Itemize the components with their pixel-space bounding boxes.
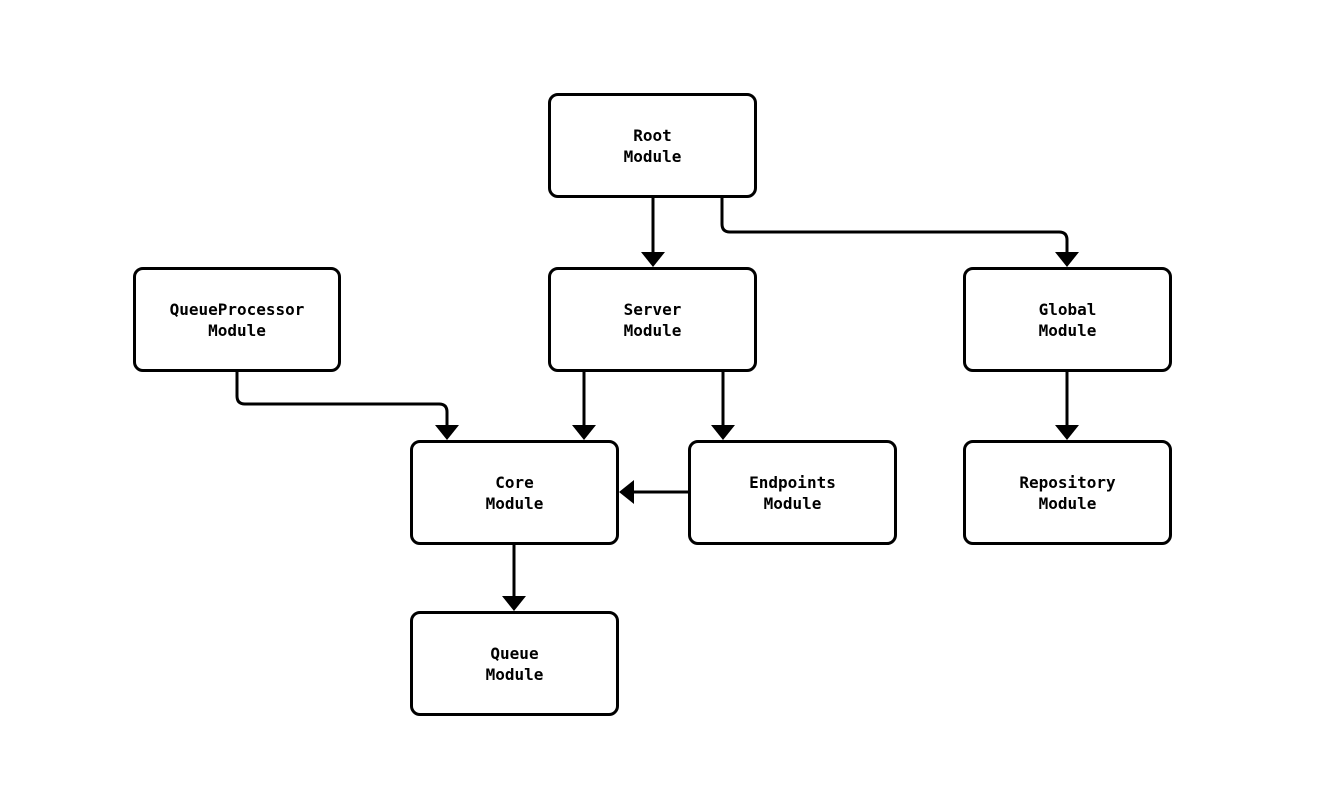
- node-server-module: Server Module: [548, 267, 757, 372]
- node-root-module-label-line1: Root: [633, 125, 672, 145]
- arrowhead-core-to-queue: [502, 596, 526, 611]
- node-queueprocessor-module-label-line1: QueueProcessor: [169, 299, 305, 319]
- node-queueprocessor-module-label-line2: Module: [208, 320, 266, 340]
- edge-root-to-server: [641, 198, 665, 267]
- edge-queueprocessor-to-core: [235, 372, 459, 440]
- arrowhead-root-to-server: [641, 252, 665, 267]
- edge-core-to-queue: [502, 545, 526, 611]
- arrowhead-queueprocessor-to-core: [435, 425, 459, 440]
- node-server-module-label-line1: Server: [623, 299, 682, 319]
- node-queue-module-label-line2: Module: [485, 664, 544, 684]
- arrowhead-server-to-endpoints: [711, 425, 735, 440]
- node-repository-module-label-line2: Module: [1038, 493, 1097, 513]
- edge-server-to-endpoints: [711, 372, 735, 440]
- edge-root-to-global: [720, 198, 1079, 267]
- node-queue-module: Queue Module: [410, 611, 619, 716]
- node-server-module-label-line2: Module: [623, 320, 682, 340]
- arrowhead-root-to-global: [1055, 252, 1079, 267]
- edge-endpoints-to-core: [619, 480, 688, 504]
- node-root-module: Root Module: [548, 93, 757, 198]
- node-core-module-label-line1: Core: [495, 472, 534, 492]
- node-repository-module: Repository Module: [963, 440, 1172, 545]
- arrowhead-endpoints-to-core: [619, 480, 634, 504]
- node-endpoints-module-label-line1: Endpoints: [749, 472, 836, 492]
- node-core-module-label-line2: Module: [485, 493, 544, 513]
- node-global-module: Global Module: [963, 267, 1172, 372]
- node-root-module-label-line2: Module: [623, 146, 682, 166]
- edge-server-to-core: [572, 372, 596, 440]
- arrowhead-global-to-repository: [1055, 425, 1079, 440]
- node-global-module-label-line1: Global: [1038, 299, 1097, 319]
- node-queueprocessor-module: QueueProcessor Module: [133, 267, 341, 372]
- node-endpoints-module-label-line2: Module: [763, 493, 822, 513]
- arrowhead-server-to-core: [572, 425, 596, 440]
- node-queue-module-label-line1: Queue: [490, 643, 539, 663]
- node-repository-module-label-line1: Repository: [1019, 472, 1116, 492]
- node-global-module-label-line2: Module: [1038, 320, 1097, 340]
- node-endpoints-module: Endpoints Module: [688, 440, 897, 545]
- node-core-module: Core Module: [410, 440, 619, 545]
- edge-global-to-repository: [1055, 372, 1079, 440]
